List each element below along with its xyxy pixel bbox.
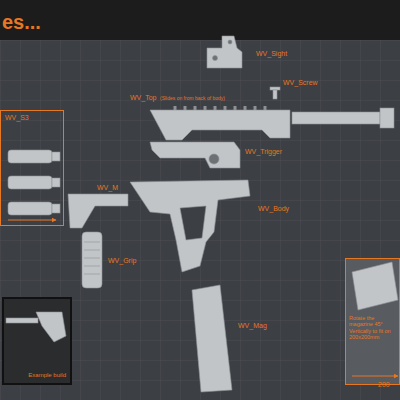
node-text: WV_S3 — [5, 114, 59, 122]
screw-part — [270, 87, 280, 90]
top-part — [150, 110, 290, 140]
grip-part — [82, 232, 102, 288]
dimension-arrow — [352, 376, 398, 377]
mag-part — [192, 285, 232, 392]
example-box: Example build — [2, 297, 72, 385]
stock-tube-part — [292, 112, 380, 124]
suppressor-part — [8, 202, 52, 215]
group-box: WV_S3 — [0, 110, 64, 226]
node-text: Example build — [8, 372, 66, 379]
node-text: Rotate the magazine 45° Vertically to fi… — [349, 315, 396, 340]
rail-part — [68, 194, 128, 228]
part-label: WV_Top — [130, 94, 156, 101]
part-label: WV_Sight — [256, 50, 287, 57]
length-arrow — [8, 220, 56, 221]
grid — [0, 40, 400, 400]
sight-part — [207, 36, 242, 68]
part-label: (Slides on from back of body) — [160, 96, 225, 101]
note-panel: Rotate the magazine 45° Vertically to fi… — [345, 258, 400, 385]
example-stock — [6, 312, 66, 342]
part-label: WV_M — [97, 184, 118, 191]
part-label: WV_Trigger — [245, 148, 282, 155]
part-label: WV_Mag — [238, 322, 267, 329]
part-label: WV_Grip — [108, 257, 136, 264]
trigger-part — [150, 142, 240, 168]
page-title: es... — [2, 12, 41, 32]
part-label: WV_Screw — [283, 79, 318, 86]
print-bed-panel — [345, 258, 400, 385]
title-band — [0, 0, 400, 40]
suppressor-part — [8, 150, 52, 163]
suppressor-part — [8, 176, 52, 189]
example-panel — [2, 297, 72, 385]
rotated-mag — [352, 262, 398, 310]
part-label: WV_Body — [258, 205, 289, 212]
body-part — [130, 180, 250, 272]
part-label: 200 — [378, 381, 390, 388]
